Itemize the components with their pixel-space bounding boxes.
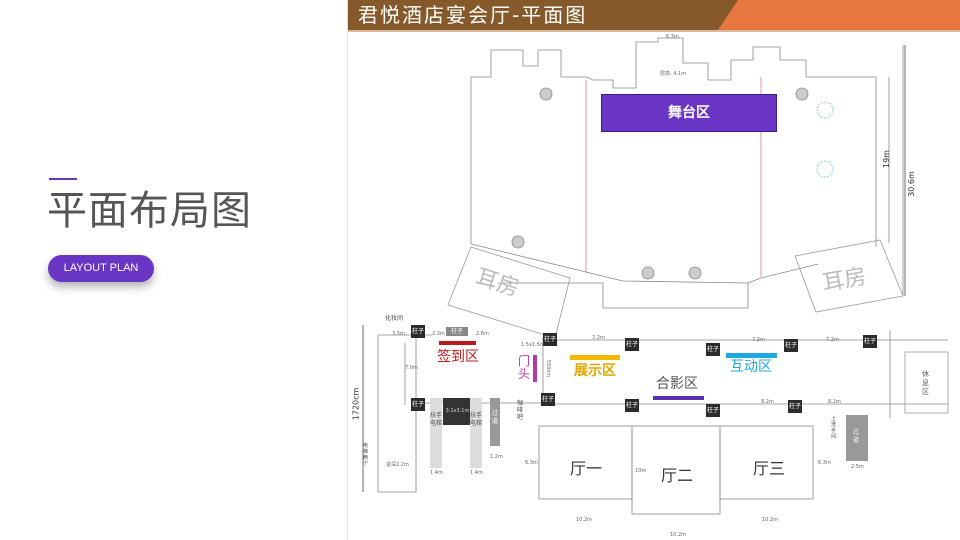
photo-zone-label: 合影区 [656, 376, 698, 392]
restroom-label: 上洗手间 [831, 416, 837, 440]
front-wall [470, 243, 819, 284]
dim-depth: 进深2.2m [386, 462, 409, 468]
pillar: 柱子 [706, 343, 720, 356]
display-zone-label: 展示区 [574, 363, 616, 379]
dim-door: 550cm [545, 359, 552, 378]
pillar: 柱子 [788, 400, 802, 413]
makeup-room-label: 化妆间 [385, 315, 404, 322]
checkin-zone-label: 签到区 [437, 349, 479, 365]
center-box-label: 3.1x3.1m [445, 408, 470, 414]
dim-width: 3.5m [392, 331, 405, 337]
dim-width: 2.5m [851, 464, 864, 470]
entrance-label: 门头 [518, 354, 531, 381]
title-accent-line [49, 178, 77, 180]
escalator-left: 扶手电梯 [430, 398, 442, 468]
plan-header-divider [348, 30, 960, 32]
center-box: 3.1x3.1m [443, 398, 472, 425]
elevator-label: 电梯两个 [363, 443, 369, 467]
pillar: 柱子 [784, 339, 798, 352]
interactive-zone-bar [726, 353, 777, 358]
pillar: 柱子 [706, 404, 720, 417]
hall-1-label: 厅一 [570, 459, 603, 478]
passage-label: 过道 [491, 410, 498, 425]
hall-2-label: 厅二 [661, 466, 694, 485]
hall-3-label: 厅三 [753, 459, 786, 478]
dim-width: 1.2m [490, 454, 503, 460]
stage-zone-label: 舞台区 [668, 105, 710, 121]
plan-header-accent [718, 0, 960, 30]
hall-3-outline [719, 425, 814, 500]
dim-width: 1.4m [430, 470, 443, 476]
layout-plan-button[interactable]: LAYOUT PLAN [48, 255, 154, 282]
dim-19m: 19m [881, 150, 891, 168]
entrance-bar [533, 355, 537, 382]
dim-width: 10.2m [670, 532, 687, 538]
dim-width: 7.2m [592, 335, 605, 341]
dim-width: 1.4m [470, 470, 483, 476]
escalator-label: 扶手电梯 [470, 412, 483, 427]
dim-width: 7.2m [826, 337, 839, 343]
checkin-zone-bar [439, 341, 476, 345]
dim-width: 8.2m [761, 399, 774, 405]
pillar: 柱子 [446, 327, 468, 336]
dim-width: 10.2m [576, 517, 593, 523]
dim-width: 2.2m [432, 331, 445, 337]
dim-stage-height: 层高: 4.1m [660, 71, 687, 77]
passage-label: 过道 [853, 429, 860, 444]
coffee-bar-label: 咖啡吧 [517, 400, 524, 421]
rest-zone-label: 休息区 [922, 370, 929, 396]
pillar: 柱子 [411, 325, 425, 338]
pillar: 柱子 [411, 398, 425, 411]
pillar: 柱子 [863, 335, 877, 348]
escalator-label: 扶手电梯 [430, 412, 443, 427]
checkin-area-wall [377, 335, 417, 493]
dim-width: 10.2m [762, 517, 779, 523]
pillar: 柱子 [543, 333, 557, 346]
pillar: 柱子 [625, 399, 639, 412]
ballroom-wall [470, 37, 877, 247]
passage-left: 过道 [490, 398, 500, 446]
escalator-right: 扶手电梯 [470, 398, 482, 468]
display-zone-bar [570, 355, 620, 360]
rest-area-box [904, 351, 949, 414]
dim-width: 7.2m [752, 337, 765, 343]
plan-header-title: 君悦酒店宴会厅-平面图 [358, 3, 588, 27]
pillar: 柱子 [541, 393, 555, 406]
floor-plan-lines [362, 37, 949, 515]
dim-top-width: 6.3m [666, 34, 679, 40]
dim-depth: 6.3m [525, 460, 538, 466]
floor-plan-image: 君悦酒店宴会厅-平面图 [347, 0, 960, 540]
dim-depth: 6.3m [818, 460, 831, 466]
dim-width: 2.6m [476, 331, 489, 337]
passage-right: 过道 [846, 415, 868, 461]
dim-size: 1.5x1.5m [521, 342, 545, 348]
dim-1720cm: 1720cm [351, 387, 361, 421]
dim-width: 7.0m [405, 365, 418, 371]
dim-depth: 10m [635, 468, 647, 474]
pillar: 柱子 [625, 338, 639, 351]
page-title: 平面布局图 [47, 188, 252, 234]
dim-30-6m: 30.6m [906, 171, 916, 197]
interactive-zone-label: 互动区 [730, 359, 772, 375]
dim-width: 8.2m [828, 399, 841, 405]
ear-room-right [794, 239, 904, 313]
photo-zone-bar [653, 396, 704, 400]
stage-zone: 舞台区 [601, 94, 777, 132]
